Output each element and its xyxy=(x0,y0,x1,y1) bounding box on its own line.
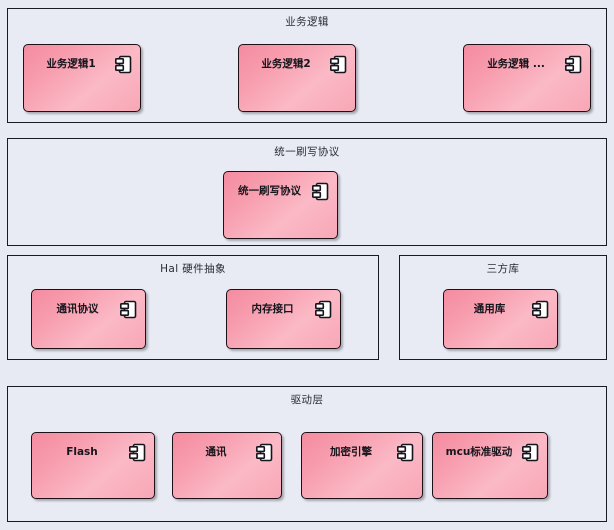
uml-component-icon xyxy=(315,300,332,319)
component-label: 通用库 xyxy=(473,303,506,315)
layer-panel-unified-flash-protocol[interactable]: 统一刷写协议 统一刷写协议 xyxy=(7,138,607,246)
uml-component-icon xyxy=(129,443,146,462)
layer-panel-driver[interactable]: 驱动层 Flash 通讯 加密引擎 xyxy=(7,386,607,522)
component-mcu-standard-driver[interactable]: mcu标准驱动 xyxy=(432,432,548,499)
component-flash[interactable]: Flash xyxy=(31,432,155,499)
component-label: 内存接口 xyxy=(251,303,294,315)
layer-title-hal: Hal 硬件抽象 xyxy=(160,263,226,275)
component-memory-interface[interactable]: 内存接口 xyxy=(226,289,341,349)
uml-component-icon xyxy=(397,443,414,462)
layer-title-third-party-library: 三方库 xyxy=(486,263,520,275)
uml-component-icon xyxy=(115,55,132,74)
uml-component-icon xyxy=(522,443,539,462)
component-label: 通讯协议 xyxy=(56,303,99,315)
component-business-logic-2[interactable]: 业务逻辑2 xyxy=(238,44,356,112)
uml-component-icon xyxy=(120,300,137,319)
uml-component-icon xyxy=(312,182,329,201)
component-communication[interactable]: 通讯 xyxy=(172,432,282,499)
component-label: 业务逻辑1 xyxy=(46,58,96,70)
uml-component-icon xyxy=(256,443,273,462)
component-communication-protocol[interactable]: 通讯协议 xyxy=(31,289,146,349)
layer-title-business-logic: 业务逻辑 xyxy=(285,16,329,28)
component-label: 业务逻辑2 xyxy=(261,58,311,70)
layer-panel-third-party-library[interactable]: 三方库 通用库 xyxy=(399,255,607,360)
component-label: mcu标准驱动 xyxy=(445,446,513,458)
layer-panel-hal[interactable]: Hal 硬件抽象 通讯协议 内存接口 xyxy=(7,255,379,360)
component-unified-flash-protocol[interactable]: 统一刷写协议 xyxy=(223,171,338,239)
uml-component-icon xyxy=(330,55,347,74)
component-encryption-engine[interactable]: 加密引擎 xyxy=(301,432,423,499)
component-label: 通讯 xyxy=(205,446,227,458)
component-business-logic-more[interactable]: 业务逻辑 ... xyxy=(463,44,591,112)
layer-title-driver: 驱动层 xyxy=(290,394,324,406)
component-label: 加密引擎 xyxy=(330,446,372,458)
component-label: 业务逻辑 ... xyxy=(487,58,545,70)
uml-component-icon xyxy=(565,55,582,74)
uml-component-icon xyxy=(532,300,549,319)
component-label: 统一刷写协议 xyxy=(238,185,301,197)
component-common-library[interactable]: 通用库 xyxy=(443,289,558,349)
layer-panel-business-logic[interactable]: 业务逻辑 业务逻辑1 业务逻辑2 业务逻辑 .. xyxy=(7,8,607,123)
component-label: Flash xyxy=(66,446,98,458)
component-business-logic-1[interactable]: 业务逻辑1 xyxy=(23,44,141,112)
layer-title-unified-flash-protocol: 统一刷写协议 xyxy=(274,146,340,158)
